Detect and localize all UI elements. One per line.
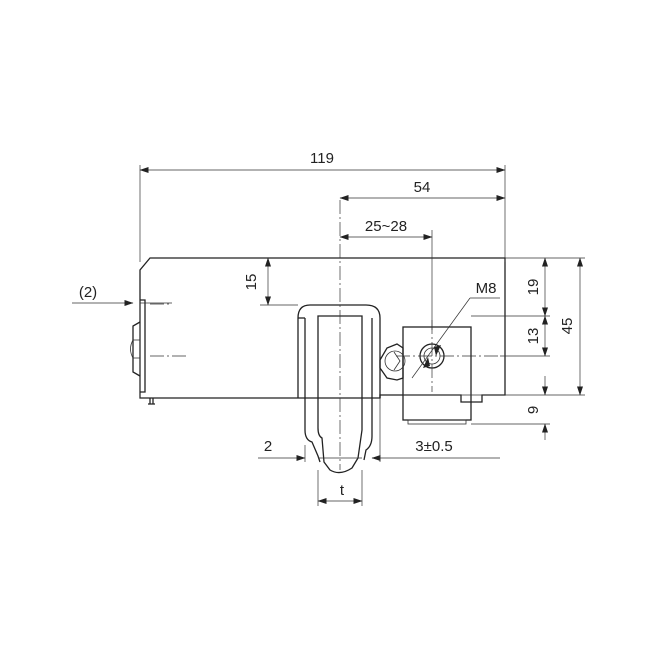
- hinge-body: [139, 257, 506, 405]
- dim-2-paren: (2): [79, 284, 97, 301]
- dim-25-28: 25~28: [365, 218, 407, 235]
- center-lines: [150, 200, 500, 470]
- dim-tolerance: 3±0.5: [415, 438, 452, 455]
- dim-9: 9: [525, 406, 542, 414]
- dim-t: t: [340, 482, 345, 499]
- dim-45: 45: [559, 318, 576, 335]
- dim-2: 2: [264, 438, 272, 455]
- dim-54: 54: [414, 179, 431, 196]
- dim-13: 13: [525, 328, 542, 345]
- hex-nut: [130, 321, 141, 377]
- dim-19: 19: [525, 279, 542, 296]
- bolt-block: [379, 326, 472, 425]
- dimension-labels: 119 54 25~28 15 (2) M8 19 13 45 9 2 3±0.…: [79, 150, 576, 499]
- dimension-lines: [72, 165, 585, 506]
- dim-15: 15: [243, 274, 260, 291]
- thread-m8: M8: [476, 280, 497, 297]
- clamp-bracket: [297, 304, 381, 474]
- dim-119: 119: [310, 150, 334, 167]
